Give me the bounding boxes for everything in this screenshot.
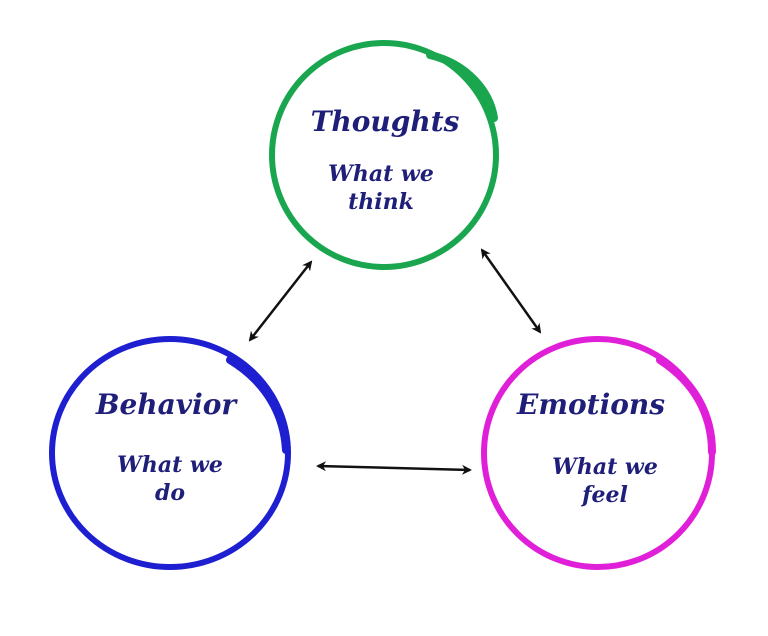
node-emotions: Emotions What we feel <box>481 336 716 570</box>
behavior-circle-stroke-tail <box>226 356 290 454</box>
emotions-line2: feel <box>580 482 628 508</box>
emotions-circle-stroke-tail <box>656 356 716 456</box>
arrow-behavior-emotions <box>316 461 472 475</box>
arrow-thoughts-behavior <box>248 260 313 342</box>
arrow-thoughts-emotions <box>480 248 542 334</box>
node-thoughts: Thoughts What we think <box>269 40 499 270</box>
node-behavior: Behavior What we do <box>49 336 291 570</box>
thoughts-title: Thoughts <box>311 105 460 138</box>
behavior-line1: What we <box>117 452 223 478</box>
thoughts-line2: think <box>348 189 414 215</box>
emotions-line1: What we <box>552 454 658 480</box>
emotions-title: Emotions <box>516 388 665 421</box>
thoughts-circle <box>269 40 499 270</box>
behavior-line2: do <box>155 480 185 506</box>
thoughts-line1: What we <box>328 161 434 187</box>
behavior-title: Behavior <box>95 388 239 421</box>
thoughts-circle-stroke-tail <box>426 51 498 122</box>
